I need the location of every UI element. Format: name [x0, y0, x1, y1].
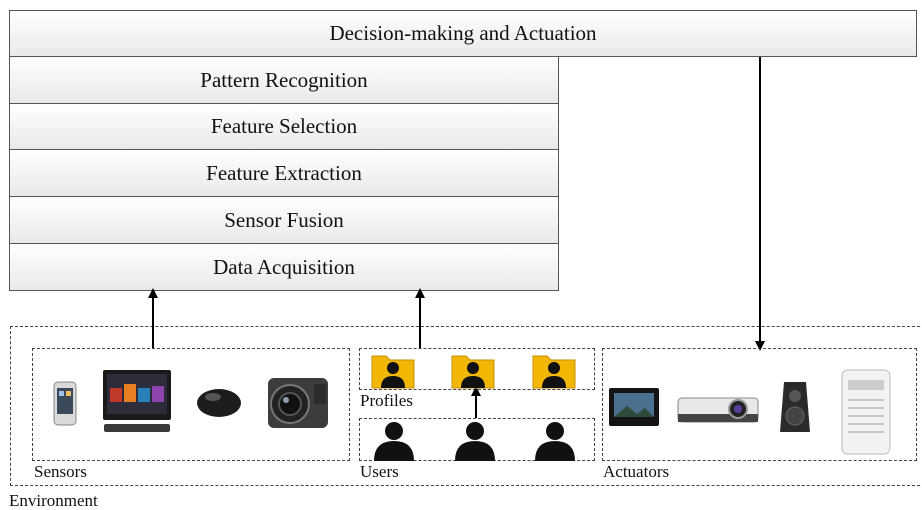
- air-conditioner-icon: [841, 369, 891, 455]
- environment-group: [10, 326, 922, 486]
- users-label: Users: [360, 462, 399, 481]
- sensor-fusion-label: Sensor Fusion: [224, 207, 344, 232]
- profile-folder-icon: [532, 355, 576, 389]
- sensor-fusion-layer: Sensor Fusion: [9, 196, 559, 244]
- profiles-label: Profiles: [360, 391, 413, 410]
- data-acquisition-layer: Data Acquisition: [9, 243, 559, 291]
- mouse-icon: [197, 389, 241, 417]
- environment-label: Environment: [9, 491, 98, 510]
- decision-making-layer: Decision-making and Actuation: [9, 10, 917, 57]
- profile-folder-icon: [451, 355, 495, 389]
- data-acquisition-label: Data Acquisition: [213, 254, 355, 279]
- user-icon: [535, 422, 575, 461]
- pattern-recognition-label: Pattern Recognition: [200, 67, 368, 92]
- smartphone-icon: [53, 381, 77, 426]
- pattern-recognition-layer: Pattern Recognition: [9, 57, 559, 104]
- feature-extraction-label: Feature Extraction: [206, 160, 362, 185]
- sensors-group: [32, 348, 350, 461]
- touchscreen-pc-icon: [103, 370, 171, 432]
- photo-frame-icon: [609, 388, 659, 426]
- user-icon: [374, 422, 414, 461]
- sensors-label: Sensors: [34, 462, 87, 481]
- speaker-icon: [780, 382, 810, 432]
- user-icon: [455, 422, 495, 461]
- feature-extraction-layer: Feature Extraction: [9, 149, 559, 197]
- camera-icon: [268, 378, 328, 428]
- feature-selection-label: Feature Selection: [210, 114, 358, 138]
- projector-icon: [677, 397, 759, 423]
- decision-making-label: Decision-making and Actuation: [329, 21, 597, 45]
- actuators-label: Actuators: [603, 462, 670, 481]
- profile-folder-icon: [371, 355, 415, 389]
